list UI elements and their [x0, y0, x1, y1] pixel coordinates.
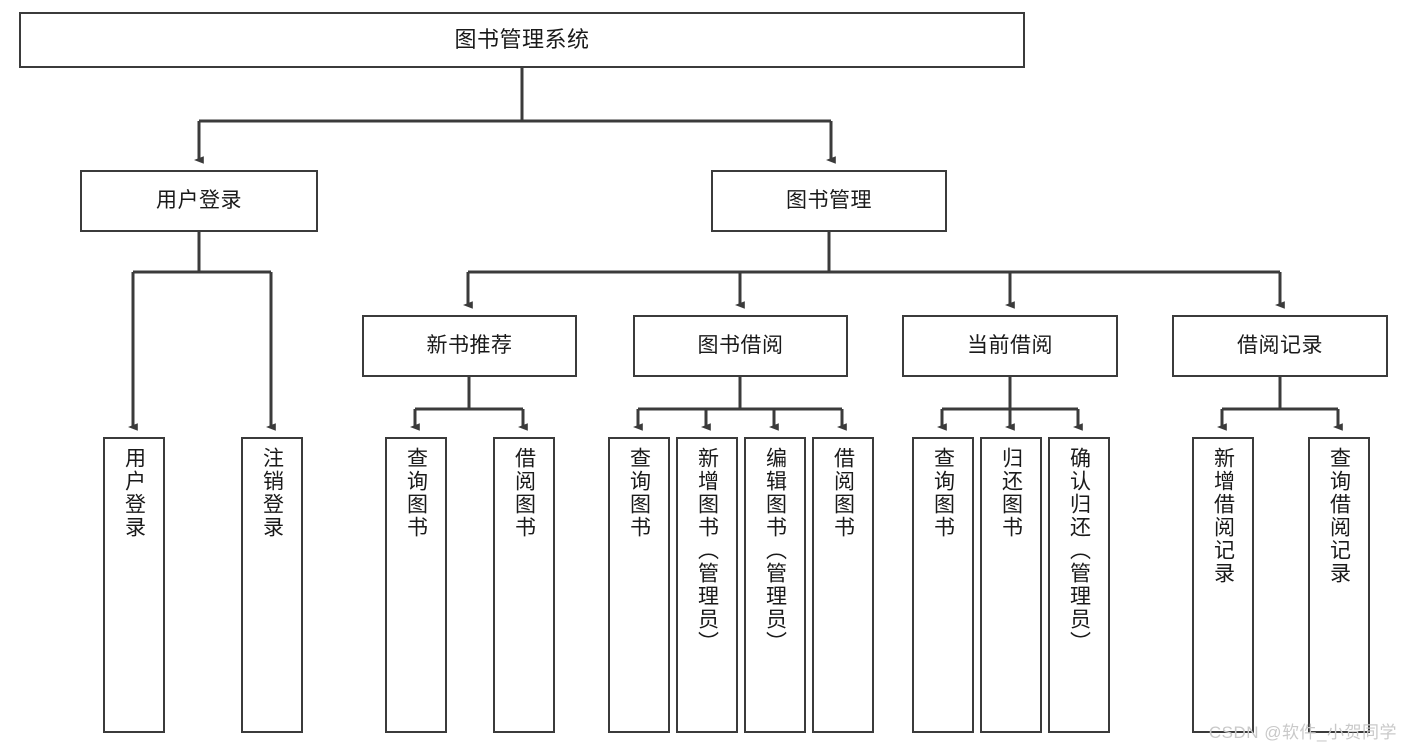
node-leaf-confirm-return-admin-label: 确认归还（管理员） — [1067, 447, 1091, 654]
node-leaf-newbook-query-book-label: 查询图书 — [404, 447, 428, 539]
node-leaf-current-query-book[interactable]: 查询图书 — [912, 437, 974, 733]
node-leaf-borrow-book-label: 借阅图书 — [831, 447, 855, 539]
node-leaf-logout-label: 注销登录 — [260, 447, 284, 539]
csdn-watermark: CSDN @软件_小贺同学 — [1208, 723, 1397, 742]
node-leaf-add-book-admin-label: 新增图书（管理员） — [695, 447, 719, 654]
node-leaf-borrow-book[interactable]: 借阅图书 — [812, 437, 874, 733]
node-book-borrow-label: 图书借阅 — [697, 333, 784, 357]
node-leaf-add-borrow-record[interactable]: 新增借阅记录 — [1192, 437, 1254, 733]
node-leaf-newbook-borrow-book[interactable]: 借阅图书 — [493, 437, 555, 733]
node-root-system-label: 图书管理系统 — [454, 27, 590, 53]
node-leaf-add-book-admin[interactable]: 新增图书（管理员） — [676, 437, 738, 733]
node-leaf-edit-book-admin[interactable]: 编辑图书（管理员） — [744, 437, 806, 733]
node-leaf-return-book[interactable]: 归还图书 — [980, 437, 1042, 733]
node-new-book-recommendation[interactable]: 新书推荐 — [362, 315, 577, 377]
node-leaf-current-query-book-label: 查询图书 — [931, 447, 955, 539]
node-leaf-edit-book-admin-label: 编辑图书（管理员） — [763, 447, 787, 654]
node-new-book-recommendation-label: 新书推荐 — [426, 333, 513, 357]
node-leaf-newbook-query-book[interactable]: 查询图书 — [385, 437, 447, 733]
node-leaf-query-borrow-record[interactable]: 查询借阅记录 — [1308, 437, 1370, 733]
node-user-login[interactable]: 用户登录 — [80, 170, 318, 232]
node-book-management[interactable]: 图书管理 — [711, 170, 947, 232]
node-leaf-user-login-label: 用户登录 — [122, 447, 146, 539]
node-leaf-query-borrow-record-label: 查询借阅记录 — [1327, 447, 1351, 585]
node-user-login-label: 用户登录 — [156, 188, 242, 212]
node-borrow-record[interactable]: 借阅记录 — [1172, 315, 1388, 377]
node-leaf-add-borrow-record-label: 新增借阅记录 — [1211, 447, 1235, 585]
node-leaf-confirm-return-admin[interactable]: 确认归还（管理员） — [1048, 437, 1110, 733]
node-borrow-record-label: 借阅记录 — [1237, 333, 1323, 357]
node-leaf-logout[interactable]: 注销登录 — [241, 437, 303, 733]
node-leaf-borrow-query-book[interactable]: 查询图书 — [608, 437, 670, 733]
node-current-borrow[interactable]: 当前借阅 — [902, 315, 1118, 377]
node-book-management-label: 图书管理 — [786, 188, 872, 212]
node-current-borrow-label: 当前借阅 — [967, 333, 1053, 357]
node-book-borrow[interactable]: 图书借阅 — [633, 315, 848, 377]
node-leaf-newbook-borrow-book-label: 借阅图书 — [512, 447, 536, 539]
node-leaf-user-login[interactable]: 用户登录 — [103, 437, 165, 733]
node-leaf-borrow-query-book-label: 查询图书 — [627, 447, 651, 539]
node-leaf-return-book-label: 归还图书 — [999, 447, 1023, 539]
node-root-system[interactable]: 图书管理系统 — [19, 12, 1025, 68]
